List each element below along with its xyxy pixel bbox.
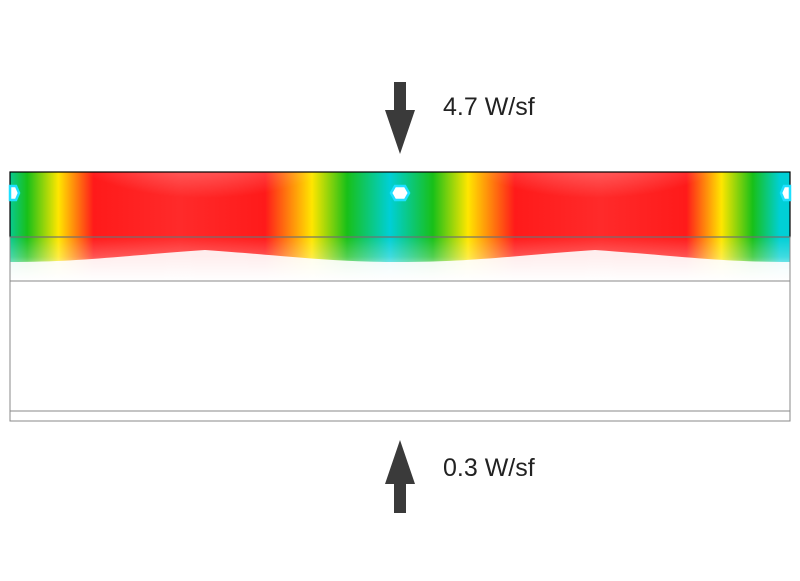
slab-glow-left: [75, 172, 335, 231]
bottom-layer-outline: [9, 410, 791, 422]
sub-layer-gradient: [10, 237, 790, 281]
pipe-center-icon: [389, 184, 411, 202]
top-flux-label: 4.7 W/sf: [443, 93, 535, 121]
heat-sources: [8, 184, 792, 202]
slab-glow-right: [465, 172, 725, 231]
pipe-right-icon: [779, 184, 792, 202]
down-arrow-icon: [385, 82, 415, 154]
sub-layer: [10, 237, 790, 281]
pipe-left-icon: [8, 184, 21, 202]
heated-slab: [10, 172, 790, 237]
bottom-flux-label: 0.3 W/sf: [443, 454, 535, 482]
up-arrow-icon: [385, 440, 415, 513]
top-flux-arrow: [385, 82, 415, 154]
bottom-flux-arrow: [385, 440, 415, 513]
